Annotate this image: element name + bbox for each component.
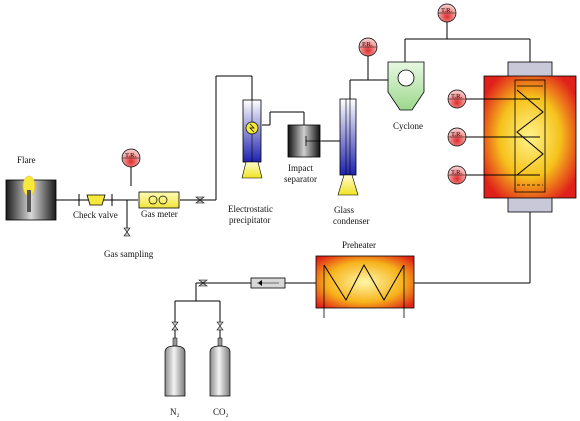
esp-collection-flask [241, 161, 263, 179]
svg-text:T.R.: T.R. [441, 7, 452, 14]
esp-label-1: Electrostatic [228, 204, 273, 214]
svg-text:P.R.: P.R. [362, 41, 373, 48]
pressure-recorder: P.R. [358, 37, 378, 57]
pyrolysis-reactor [466, 61, 577, 213]
check-valve-icon [86, 194, 106, 206]
flow-meter [250, 277, 286, 289]
heating-coil-icon [516, 89, 544, 176]
check-valve-label: Check valve [73, 210, 118, 220]
n2-label: N₂ [170, 407, 180, 417]
svg-text:T.R.: T.R. [125, 152, 136, 159]
gas-sampling: Gas sampling [104, 227, 154, 259]
cyclone: Cyclone [387, 61, 425, 131]
sampling-valve-icon [123, 227, 131, 237]
flare-unit: Flare [5, 155, 57, 221]
co2-valve-icon [216, 321, 224, 331]
co2-label: CO₂ [213, 407, 229, 417]
condenser-label-1: Glass [334, 205, 354, 215]
glass-condenser: Glass condenser [333, 98, 369, 226]
impact-separator: Impact separator [284, 124, 322, 184]
temp-recorder-top: T.R. [437, 3, 457, 23]
temp-recorder-reactor-2: T.R. [447, 127, 467, 147]
condenser-column [339, 98, 357, 176]
gas-meter: Gas meter [138, 191, 180, 219]
gas-sampling-label: Gas sampling [104, 249, 154, 259]
gas-meter-label: Gas meter [141, 209, 178, 219]
preheater-coil-icon [323, 263, 405, 302]
co2-cylinder: CO₂ [209, 321, 231, 417]
n2-cylinder: N₂ [164, 321, 186, 417]
condenser-collection-flask [337, 174, 359, 196]
condenser-label-2: condenser [333, 216, 369, 226]
impact-label-1: Impact [288, 163, 313, 173]
impact-label-2: separator [284, 174, 317, 184]
n2-valve-icon [171, 321, 179, 331]
flare-tip [27, 190, 31, 212]
temp-recorder-gasmeter: T.R. [121, 148, 141, 168]
preheater: Preheater [315, 240, 415, 318]
n2-tank [164, 345, 186, 397]
preheater-label: Preheater [342, 240, 376, 250]
esp-label-2: precipitator [229, 215, 270, 225]
line-valve-icon [195, 196, 205, 204]
cyclone-vortex-icon [397, 69, 415, 87]
svg-text:T.R.: T.R. [451, 93, 462, 100]
flare-label: Flare [17, 155, 36, 165]
preheater-body [315, 255, 415, 309]
electrostatic-precipitator: Electrostatic precipitator [228, 99, 273, 225]
cyclone-label: Cyclone [393, 121, 423, 131]
temp-recorder-reactor-1: T.R. [447, 89, 467, 109]
supply-valve-icon [198, 279, 208, 287]
svg-text:T.R.: T.R. [451, 131, 462, 138]
temp-recorder-reactor-3: T.R. [447, 165, 467, 185]
svg-text:T.R.: T.R. [451, 169, 462, 176]
co2-tank [209, 345, 231, 397]
check-valve: Check valve [73, 194, 118, 220]
